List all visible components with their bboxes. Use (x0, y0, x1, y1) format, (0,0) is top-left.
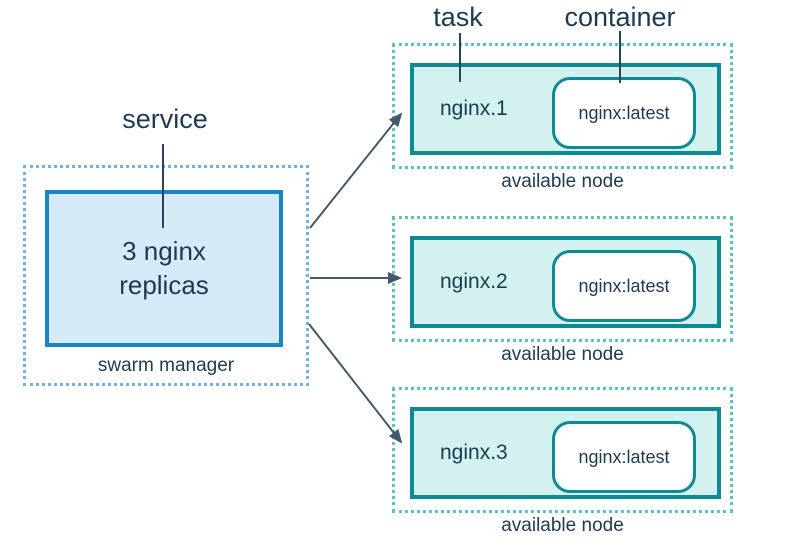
task-box-2: nginx.2 nginx:latest (410, 236, 721, 328)
container-image-1: nginx:latest (578, 102, 670, 123)
swarm-manager-caption: swarm manager (97, 355, 235, 376)
task-name-2: nginx.2 (440, 270, 508, 293)
available-node-2-box: nginx.2 nginx:latest (392, 216, 733, 342)
task-label: task (433, 2, 483, 32)
task-name-3: nginx.3 (440, 441, 508, 464)
task-box-1: nginx.1 nginx:latest (410, 63, 721, 155)
arrow-manager-to-node-1 (309, 112, 403, 229)
available-node-2-caption: available node (501, 344, 624, 365)
task-name-1: nginx.1 (440, 97, 508, 120)
container-image-2: nginx:latest (578, 275, 670, 296)
container-box-2: nginx:latest (552, 250, 696, 322)
container-image-3: nginx:latest (578, 446, 670, 467)
available-node-3-caption: available node (501, 515, 624, 536)
arrow-manager-to-node-3 (308, 323, 403, 444)
service-box: 3 nginx replicas (45, 190, 283, 347)
available-node-3-box: nginx.3 nginx:latest (392, 387, 733, 513)
container-label: container (564, 2, 676, 32)
container-box-1: nginx:latest (552, 77, 696, 149)
swarm-manager-node-box (23, 165, 309, 386)
available-node-1-box: nginx.1 nginx:latest (392, 43, 733, 169)
service-label: service (122, 104, 208, 134)
service-box-text: 3 nginx replicas (119, 235, 209, 300)
task-box-3: nginx.3 nginx:latest (410, 407, 721, 499)
available-node-1-caption: available node (501, 171, 624, 192)
container-box-3: nginx:latest (552, 421, 696, 493)
